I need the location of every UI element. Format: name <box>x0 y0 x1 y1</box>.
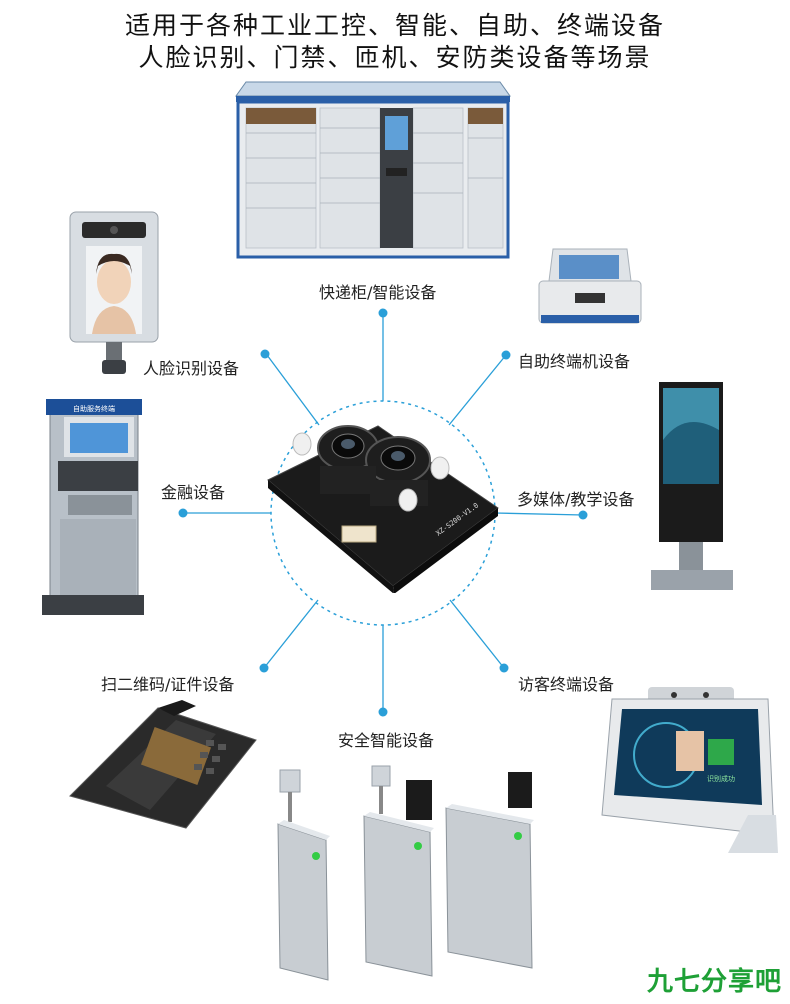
label-self-service-terminal: 自助终端机设备 <box>518 352 631 371</box>
atm-screen-title: 自助服务终端 <box>73 404 115 413</box>
label-scan-code: 扫二维码/证件设备 <box>101 675 235 694</box>
headline-line-2: 人脸识别、门禁、匝机、安防类设备等场景 <box>138 43 652 72</box>
face-recognition-device-image <box>69 211 159 374</box>
camera-module-board-image: XZ-S200-V1.0 <box>267 425 499 593</box>
spokes <box>183 313 584 712</box>
spoke-visitor <box>449 599 505 669</box>
spoke-selfservice <box>448 354 507 426</box>
endpoint-dots <box>178 308 588 717</box>
spoke-scan <box>263 599 319 669</box>
self-service-terminal-image <box>538 248 642 324</box>
parcel-locker-image <box>235 81 511 259</box>
scanner-terminal-image <box>69 700 257 829</box>
security-turnstile-image <box>277 765 534 981</box>
label-multimedia: 多媒体/教学设备 <box>517 490 635 509</box>
visitor-screen-text: 识别成功 <box>707 774 735 783</box>
label-parcel-locker: 快递柜/智能设备 <box>319 283 437 302</box>
headline-line-1: 适用于各种工业工控、智能、自助、终端设备 <box>124 11 665 40</box>
label-visitor-terminal: 访客终端设备 <box>518 675 615 694</box>
watermark: 九七分享吧 <box>646 967 782 997</box>
multimedia-kiosk-image <box>651 382 733 590</box>
atm-machine-image: 自助服务终端 <box>42 399 144 615</box>
label-security: 安全智能设备 <box>338 731 435 750</box>
spoke-face <box>266 354 320 426</box>
visitor-terminal-image: 识别成功 <box>601 687 778 853</box>
spoke-multimedia <box>494 512 584 516</box>
label-face-recognition: 人脸识别设备 <box>143 359 240 378</box>
label-finance: 金融设备 <box>161 483 226 502</box>
